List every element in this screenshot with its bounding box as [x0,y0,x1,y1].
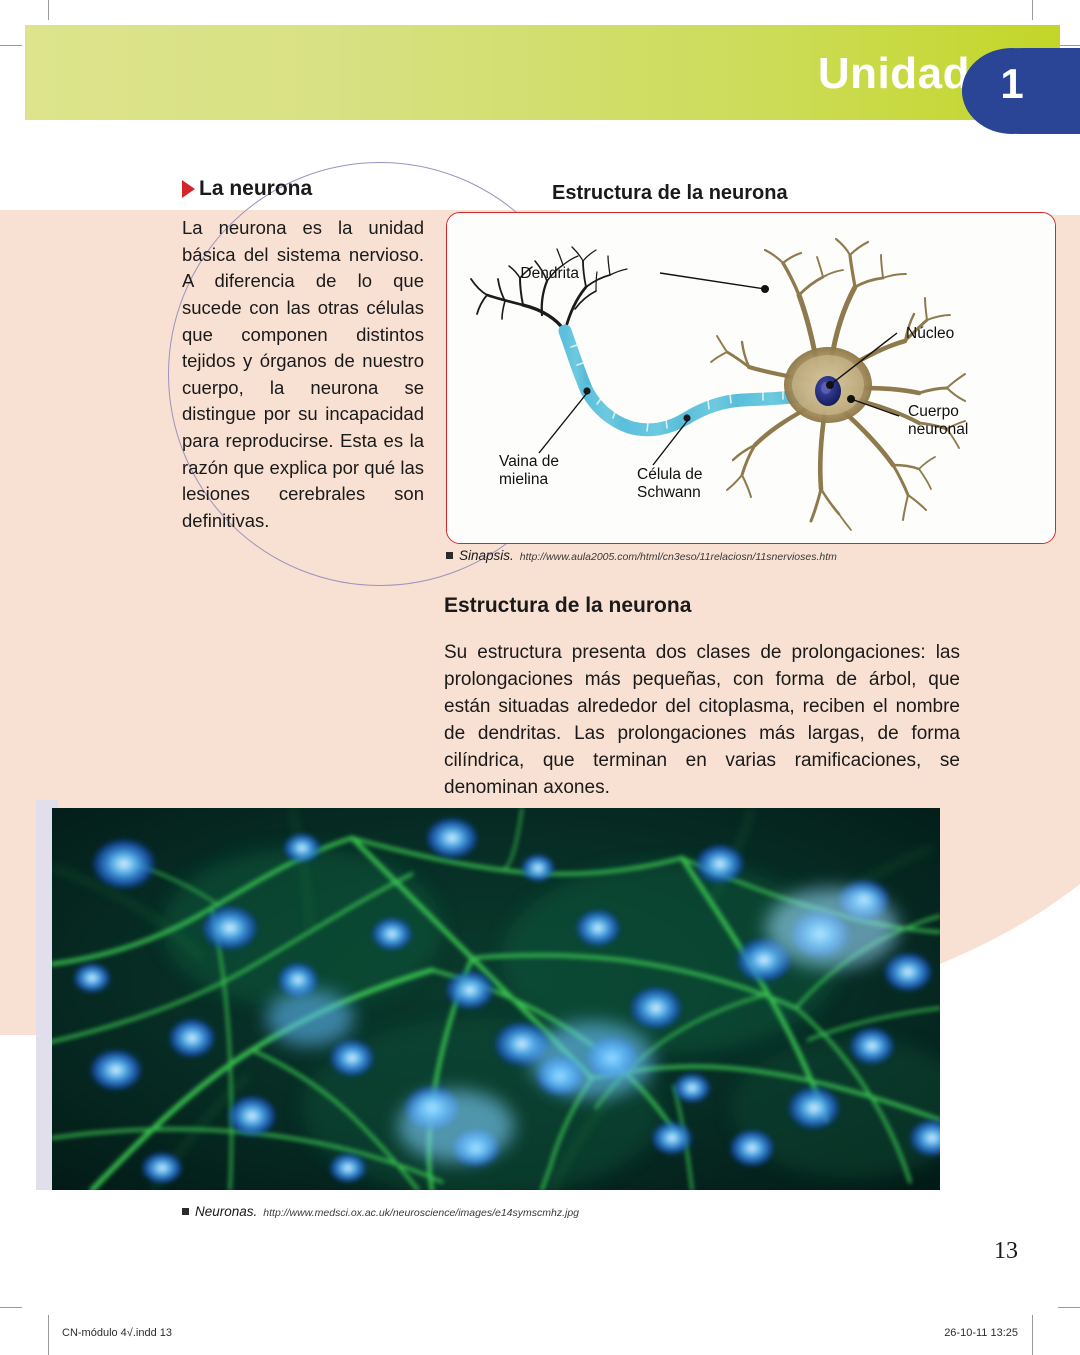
section-heading-label: La neurona [199,177,313,200]
section-heading-la-neurona: La neurona [182,178,424,199]
unit-badge-circle [962,48,1062,134]
page-number: 13 [994,1238,1018,1264]
figure-heading: Estructura de la neurona [552,182,788,204]
neurons-photo-svg [52,808,940,1190]
label-cuerpo-neuronal-line1: Cuerpo [908,403,959,420]
figure-caption: Sinapsis. http://www.aula2005.com/html/c… [446,548,837,563]
figure-caption-title: Sinapsis. [459,548,514,563]
section-two-heading: Estructura de la neurona [444,594,692,617]
caption-square-icon [182,1208,189,1215]
caption-square-icon [446,552,453,559]
crop-mark-bottom-left-horizontal [0,1307,22,1308]
left-column-paragraph: La neurona es la unidad básica del siste… [182,217,424,531]
photo-caption-url: http://www.medsci.ox.ac.uk/neuroscience/… [263,1207,580,1219]
red-triangle-icon [182,179,195,198]
left-column: La neurona La neurona es la unidad básic… [182,178,424,535]
label-cuerpo-neuronal-line2: neuronal [908,421,968,438]
crop-mark-top-left-vertical [48,0,49,20]
label-celula-schwann-line2: Schwann [637,484,701,501]
label-nucleo: Núcleo [906,325,954,342]
unit-header-band [25,25,1060,120]
unit-title: Unidad [817,49,970,98]
footer-file-name: CN-módulo 4√.indd 13 [62,1327,172,1339]
unit-number: 1 [1000,60,1024,107]
photo-caption-title: Neuronas. [195,1204,258,1219]
label-vaina-mielina-line2: mielina [499,471,548,488]
footer-timestamp: 26-10-11 13:25 [944,1327,1018,1339]
leader-lines [538,272,900,466]
label-dendrita: Dendrita [520,265,579,282]
neuron-diagram-svg: Dendrita Núcleo Cuerpo neuronal Vaina de… [447,213,1055,543]
nuclei-cluster-glow [266,888,898,1162]
crop-mark-bottom-right-horizontal [1058,1307,1080,1308]
section-two-paragraph: Su estructura presenta dos clases de pro… [444,642,960,798]
crop-mark-footer-left-vertical [48,1315,49,1355]
neurons-photo [52,808,940,1190]
figure-caption-url: http://www.aula2005.com/html/cn3eso/11re… [519,551,837,563]
crop-mark-top-right-horizontal [1058,45,1080,46]
crop-mark-footer-right-vertical [1032,1315,1033,1355]
neuron-diagram-figure: Dendrita Núcleo Cuerpo neuronal Vaina de… [446,212,1056,544]
label-celula-schwann-line1: Célula de [637,466,703,483]
photo-caption: Neuronas. http://www.medsci.ox.ac.uk/neu… [182,1204,579,1219]
crop-mark-top-left-horizontal [0,45,22,46]
crop-mark-top-right-vertical [1032,0,1033,20]
label-vaina-mielina-line1: Vaina de [499,453,559,470]
